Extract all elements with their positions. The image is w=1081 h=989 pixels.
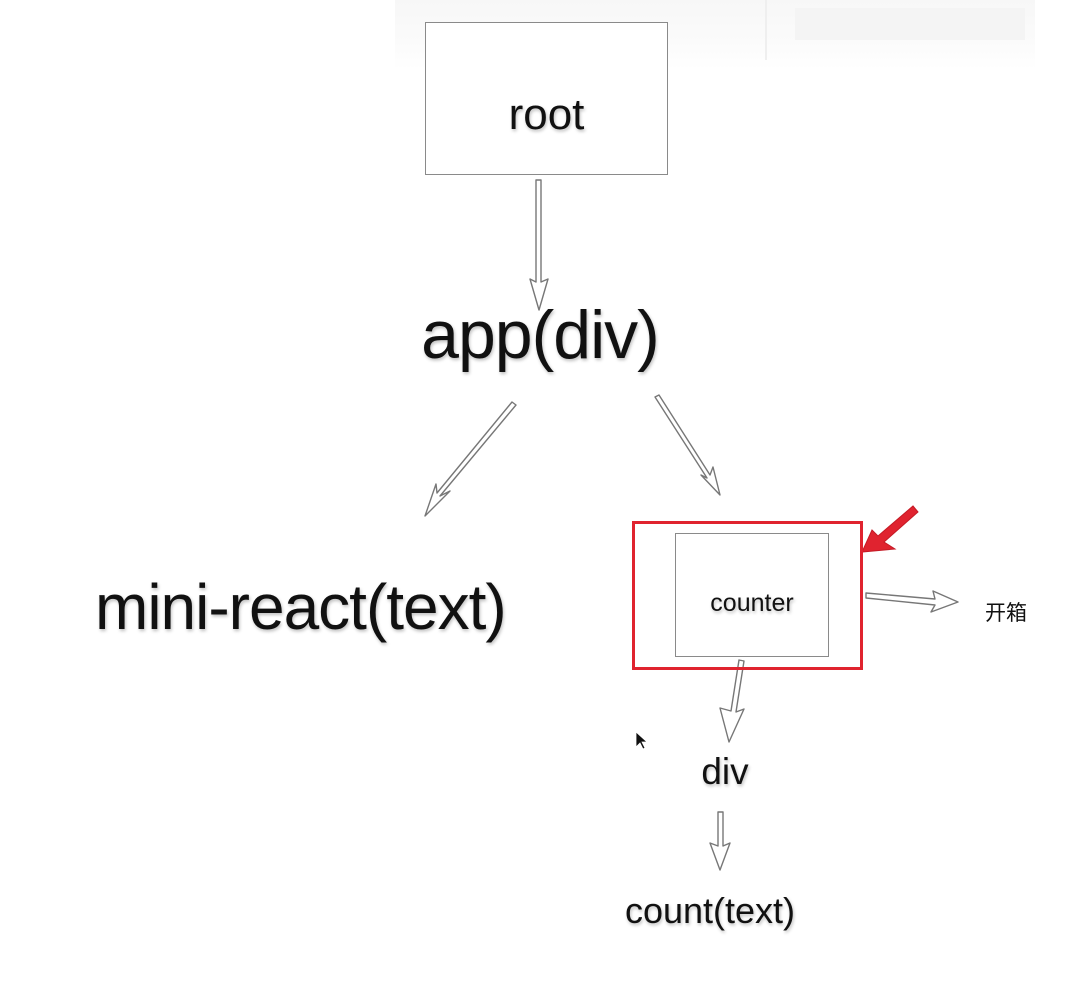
root-node-box (425, 22, 668, 175)
edge-app-to-counter (654, 394, 721, 496)
edge-root-to-app (529, 179, 549, 311)
faint-panel (795, 8, 1025, 40)
kaixiang-node-label: 开箱 (985, 602, 1027, 625)
app-node-label: app(div) (421, 297, 660, 373)
edge-counter-to-div (719, 659, 745, 743)
faint-divider (765, 0, 767, 60)
counter-highlight-frame (632, 521, 863, 670)
edge-app-to-mini-react (424, 401, 517, 517)
root-node-label: root (508, 90, 585, 139)
edge-counter-to-kaixiang (865, 590, 959, 613)
mouse-pointer-icon (635, 731, 649, 750)
mini-react-node-label: mini-react(text) (95, 571, 507, 643)
red-annotation-arrow-icon (861, 505, 919, 553)
counter-node-box (675, 533, 829, 657)
div-node-label: div (701, 751, 749, 792)
counter-node-label: counter (710, 589, 794, 617)
edge-div-to-count (709, 811, 731, 871)
count-node-label: count(text) (624, 890, 796, 931)
